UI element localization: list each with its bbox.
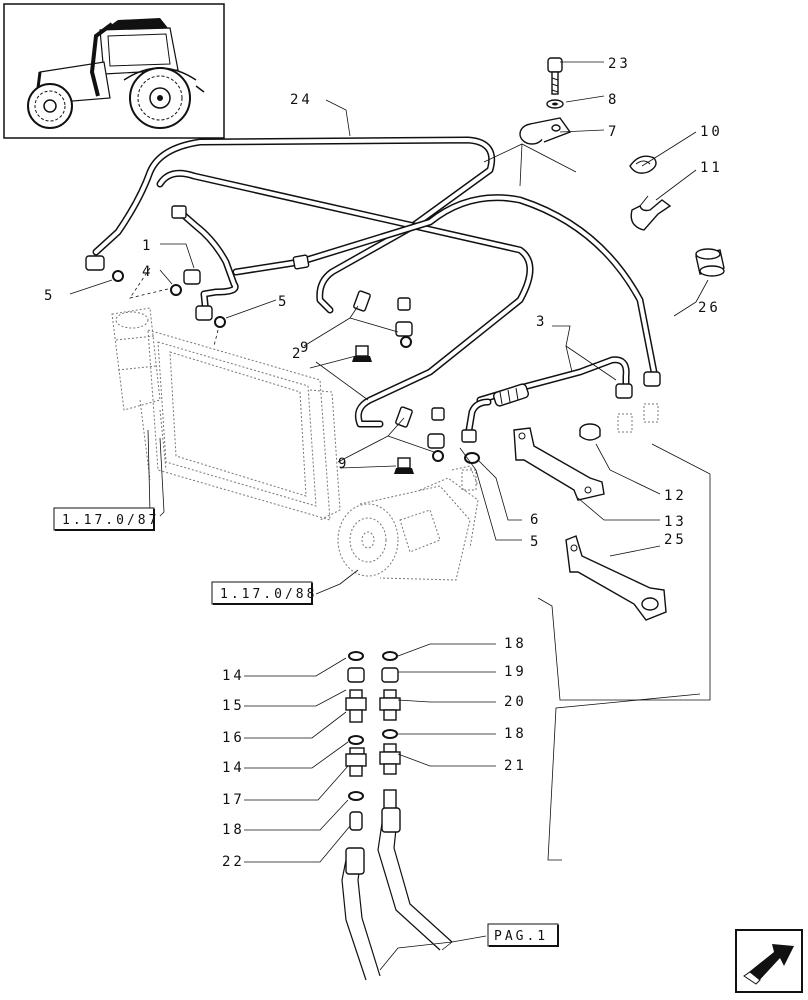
bolt-23 bbox=[547, 57, 563, 95]
hose-1 bbox=[176, 208, 239, 318]
callout-12: 12 bbox=[664, 488, 687, 504]
cap-26 bbox=[695, 248, 725, 277]
callout-11: 11 bbox=[700, 160, 723, 176]
ref-box-88[interactable]: 1.17.0/88 bbox=[211, 581, 317, 605]
callout-14-a: 14 bbox=[222, 668, 245, 684]
callout-17: 17 bbox=[222, 792, 245, 808]
bracket-25 bbox=[565, 535, 667, 621]
callout-21: 21 bbox=[504, 758, 527, 774]
callout-18-left: 18 bbox=[222, 822, 245, 838]
strap-11 bbox=[630, 195, 672, 231]
hose-3 bbox=[232, 194, 658, 440]
callout-18-top: 18 bbox=[504, 636, 527, 652]
hose-2 bbox=[156, 169, 534, 428]
callout-5-left: 5 bbox=[44, 288, 55, 304]
bracket-13 bbox=[513, 427, 605, 501]
callout-26: 26 bbox=[698, 300, 721, 316]
callout-18-mid: 18 bbox=[504, 726, 527, 742]
callout-8: 8 bbox=[608, 92, 619, 108]
callout-16: 16 bbox=[222, 730, 245, 746]
callout-14-b: 14 bbox=[222, 760, 245, 776]
adapter-kit bbox=[345, 651, 401, 831]
page-ref-label: PAG.1 bbox=[494, 929, 548, 944]
clamp-7 bbox=[519, 117, 572, 145]
spacer-12 bbox=[579, 423, 601, 441]
callout-25: 25 bbox=[664, 532, 687, 548]
callout-5-mid: 5 bbox=[278, 294, 289, 310]
hose-24 bbox=[92, 136, 496, 314]
callout-labels: 1 2 3 4 5 5 5 6 7 8 9 9 10 11 12 13 14 1… bbox=[44, 56, 723, 870]
callout-15: 15 bbox=[222, 698, 245, 714]
callout-22: 22 bbox=[222, 854, 245, 870]
page-ref-box[interactable]: PAG.1 bbox=[487, 923, 559, 947]
callout-1: 1 bbox=[142, 238, 153, 254]
tractor-thumbnail bbox=[3, 3, 225, 139]
callout-2: 2 bbox=[292, 346, 303, 362]
callout-19: 19 bbox=[504, 664, 527, 680]
callout-4: 4 bbox=[142, 264, 153, 280]
callout-5-bottom: 5 bbox=[530, 534, 541, 550]
pressure-switch-top bbox=[352, 345, 372, 362]
callout-9-bottom: 9 bbox=[338, 456, 349, 472]
pressure-switch-bottom bbox=[394, 457, 414, 474]
compressor-ghost bbox=[337, 465, 479, 581]
leader-lines bbox=[69, 61, 711, 971]
hoses-bottom bbox=[341, 807, 453, 981]
clip-10 bbox=[629, 155, 657, 174]
callout-20: 20 bbox=[504, 694, 527, 710]
o-rings bbox=[112, 270, 480, 464]
condenser-ghost bbox=[111, 307, 341, 521]
ref-88-label: 1.17.0/88 bbox=[220, 587, 317, 602]
callout-23: 23 bbox=[608, 56, 631, 72]
ref-87-label: 1.17.0/87 bbox=[62, 513, 159, 528]
ref-box-87[interactable]: 1.17.0/87 bbox=[53, 507, 159, 531]
callout-13: 13 bbox=[664, 514, 687, 530]
next-page-arrow-icon[interactable] bbox=[735, 929, 803, 993]
callout-3: 3 bbox=[536, 314, 547, 330]
callout-6: 6 bbox=[530, 512, 541, 528]
callout-10: 10 bbox=[700, 124, 723, 140]
callout-24: 24 bbox=[290, 92, 313, 108]
washer-8 bbox=[546, 99, 564, 109]
callout-7: 7 bbox=[608, 124, 619, 140]
callout-9-top: 9 bbox=[300, 340, 311, 356]
